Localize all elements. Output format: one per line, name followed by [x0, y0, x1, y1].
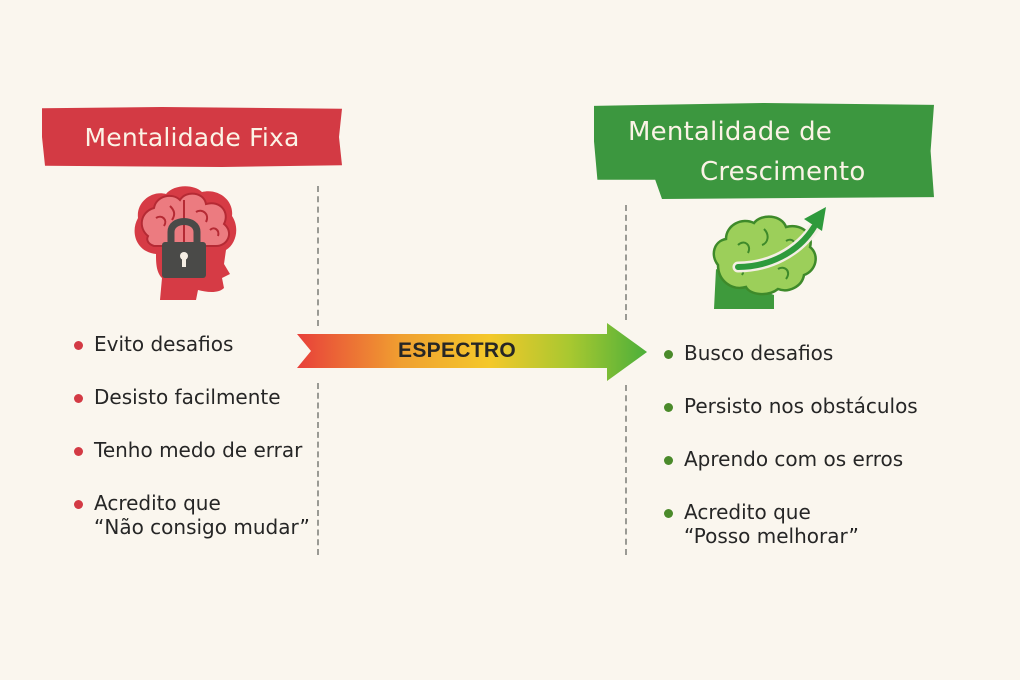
- bullet-icon: [74, 394, 83, 403]
- fixed-divider-top: [317, 186, 319, 326]
- fixed-divider-bottom: [317, 383, 319, 555]
- list-item: Aprendo com os erros: [664, 447, 918, 471]
- growth-mindset-list: Busco desafios Persisto nos obstáculos A…: [664, 341, 918, 577]
- growth-mindset-title-line1: Mentalidade de: [628, 117, 832, 147]
- list-item: Desisto facilmente: [74, 385, 310, 409]
- brain-growth-arrow-icon: [708, 205, 834, 309]
- growth-mindset-title: Mentalidade de Crescimento: [594, 103, 934, 199]
- list-item: Tenho medo de errar: [74, 438, 310, 462]
- fixed-mindset-title-text: Mentalidade Fixa: [84, 122, 300, 152]
- bullet-icon: [74, 341, 83, 350]
- spectrum-arrow-icon: [297, 323, 647, 381]
- bullet-icon: [664, 509, 673, 518]
- growth-mindset-title-line2: Crescimento: [700, 157, 866, 187]
- spectrum-label: ESPECTRO: [398, 339, 516, 362]
- list-item: Acredito que“Não consigo mudar”: [74, 491, 310, 539]
- list-item: Persisto nos obstáculos: [664, 394, 918, 418]
- fixed-mindset-list: Evito desafios Desisto facilmente Tenho …: [74, 332, 310, 568]
- growth-divider-bottom: [625, 385, 627, 555]
- spectrum-arrow: ESPECTRO: [297, 323, 647, 381]
- list-item: Evito desafios: [74, 332, 310, 356]
- bullet-icon: [664, 350, 673, 359]
- growth-divider-top: [625, 205, 627, 320]
- list-item: Busco desafios: [664, 341, 918, 365]
- list-item: Acredito que“Posso melhorar”: [664, 500, 918, 548]
- bullet-icon: [664, 456, 673, 465]
- bullet-icon: [74, 500, 83, 509]
- bullet-icon: [74, 447, 83, 456]
- fixed-mindset-title: Mentalidade Fixa: [42, 107, 342, 167]
- brain-lock-icon: [126, 182, 242, 300]
- bullet-icon: [664, 403, 673, 412]
